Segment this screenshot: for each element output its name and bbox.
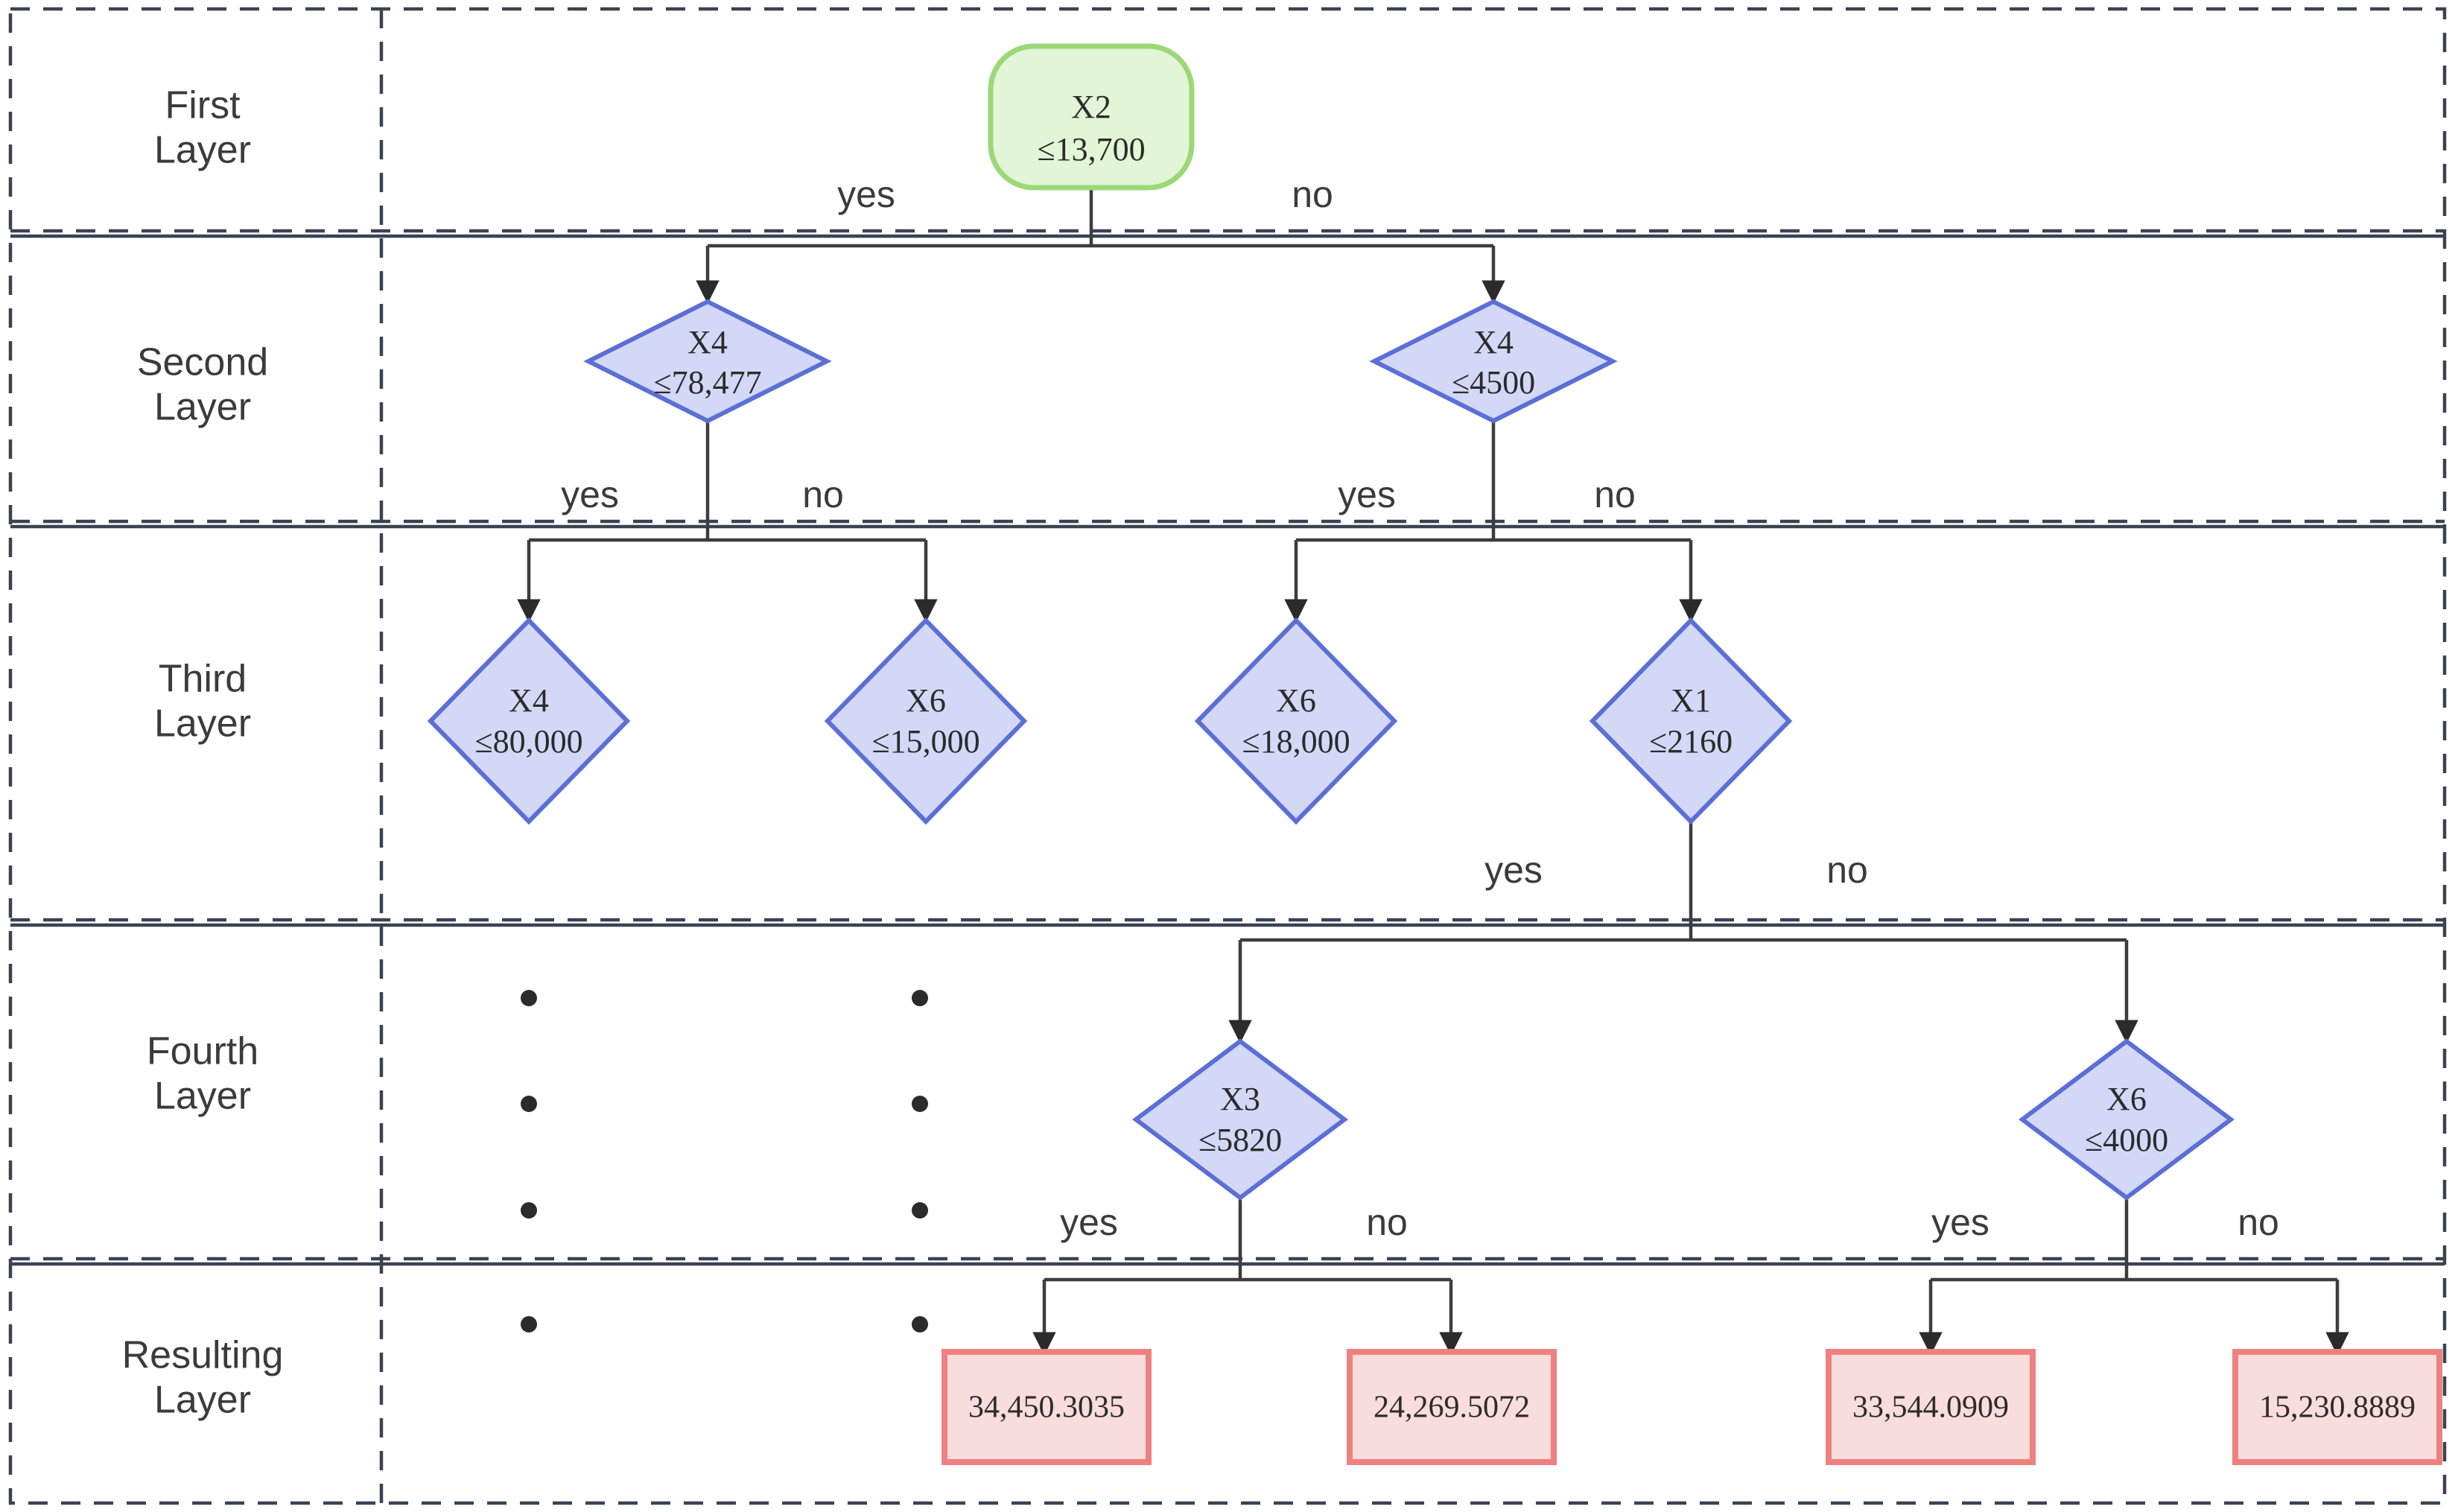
edge-label-sleft-yes: yes [561,474,619,515]
result-box-4-shape[interactable] [2232,1349,2442,1465]
result-box-1-value: 34,450.3035 [968,1391,1125,1425]
node-root-var: X2 [1071,89,1111,125]
layer-label-second-l2: Layer [154,386,251,429]
node-s-left-var: X4 [687,324,728,360]
node-f-left-var: X3 [1220,1081,1260,1117]
layer-label-first-l1: First [165,84,241,127]
node-s-right-shape[interactable] [1369,299,1618,424]
edge-label-root-yes: yes [837,174,895,215]
node-f-right-var: X6 [2106,1081,2147,1117]
node-t-4-var: X1 [1671,682,1711,719]
node-t-4-threshold: ≤2160 [1649,723,1733,760]
node-s-left-threshold: ≤78,477 [653,364,761,401]
node-f-right-shape[interactable] [2019,1038,2235,1201]
edge-label-fleft-yes: yes [1060,1201,1118,1243]
result-box-2-value: 24,269.5072 [1374,1391,1530,1425]
node-t-3-threshold: ≤18,000 [1242,723,1350,760]
layer-label-fourth-l2: Layer [154,1075,251,1118]
node-t-1-threshold: ≤80,000 [474,723,582,760]
node-t-1-var: X4 [509,682,549,719]
edge-label-fright-yes: yes [1931,1201,1989,1243]
layer-label-resulting-l2: Layer [154,1379,251,1422]
ellipsis-dot [912,990,928,1006]
result-box-1[interactable]: 34,450.3035 [941,1349,1152,1465]
edge-label-t4-yes: yes [1484,849,1543,891]
node-f-left[interactable]: X3 ≤5820 [1132,1038,1348,1201]
connectors [517,186,2349,1356]
node-t-4-shape[interactable] [1589,617,1793,825]
result-box-4-value: 15,230.8889 [2259,1391,2416,1425]
layer-labels: First Layer Second Layer Third Layer Fou… [122,84,284,1422]
result-box-4[interactable]: 15,230.8889 [2232,1349,2442,1465]
node-t-3[interactable]: X6 ≤18,000 [1194,617,1398,825]
node-s-left-shape[interactable] [583,299,832,424]
layer-grid [8,7,2447,1505]
edge-label-sleft-no: no [802,474,844,515]
ellipsis-dot [521,1096,537,1112]
node-root[interactable]: X2 ≤13,700 [988,43,1195,191]
result-box-1-shape[interactable] [941,1349,1152,1465]
layer-label-third-l2: Layer [154,702,251,746]
ellipsis-dot [912,1202,928,1219]
node-s-left[interactable]: X4 ≤78,477 [583,299,832,424]
node-t-2-threshold: ≤15,000 [871,723,979,760]
result-box-2-shape[interactable] [1347,1349,1557,1465]
node-t-2-var: X6 [906,682,946,719]
outer-frame [8,7,2447,1505]
edge-labels: yes no yes no yes no yes no yes no yes n… [561,174,2279,1243]
node-f-left-shape[interactable] [1132,1038,1348,1201]
result-box-2[interactable]: 24,269.5072 [1347,1349,1557,1465]
ellipsis-dots [521,990,928,1332]
result-box-3-value: 33,544.0909 [1852,1391,2009,1425]
ellipsis-dot [912,1096,928,1112]
node-s-right-var: X4 [1473,324,1514,360]
edge-label-fleft-no: no [1366,1201,1408,1243]
edge-label-t4-no: no [1826,849,1868,891]
ellipsis-dot [521,990,537,1006]
node-root-shape[interactable] [988,43,1195,191]
layer-label-fourth-l1: Fourth [147,1030,258,1073]
ellipsis-dot [521,1316,537,1332]
node-t-2-shape[interactable] [824,617,1028,825]
node-t-3-var: X6 [1276,682,1316,719]
ellipsis-dot [521,1202,537,1219]
layer-label-first-l2: Layer [154,129,251,172]
edge-label-sright-no: no [1594,474,1636,515]
edge-label-sright-yes: yes [1338,474,1396,515]
node-f-right-threshold: ≤4000 [2085,1122,2168,1158]
node-s-right-threshold: ≤4500 [1452,364,1535,401]
layer-label-third-l1: Third [159,658,247,701]
node-root-threshold: ≤13,700 [1037,131,1145,168]
result-box-3-shape[interactable] [1826,1349,2036,1465]
ellipsis-dot [912,1316,928,1332]
result-box-3[interactable]: 33,544.0909 [1826,1349,2036,1465]
edge-label-fright-no: no [2238,1201,2279,1243]
node-f-right[interactable]: X6 ≤4000 [2019,1038,2235,1201]
node-t-2[interactable]: X6 ≤15,000 [824,617,1028,825]
layer-label-resulting-l1: Resulting [122,1334,284,1377]
node-s-right[interactable]: X4 ≤4500 [1369,299,1618,424]
node-t-1-shape[interactable] [427,617,631,825]
node-t-1[interactable]: X4 ≤80,000 [427,617,631,825]
node-t-4[interactable]: X1 ≤2160 [1589,617,1793,825]
node-t-3-shape[interactable] [1194,617,1398,825]
layer-label-second-l1: Second [137,341,268,384]
node-f-left-threshold: ≤5820 [1198,1122,1282,1158]
edge-label-root-no: no [1292,174,1333,215]
